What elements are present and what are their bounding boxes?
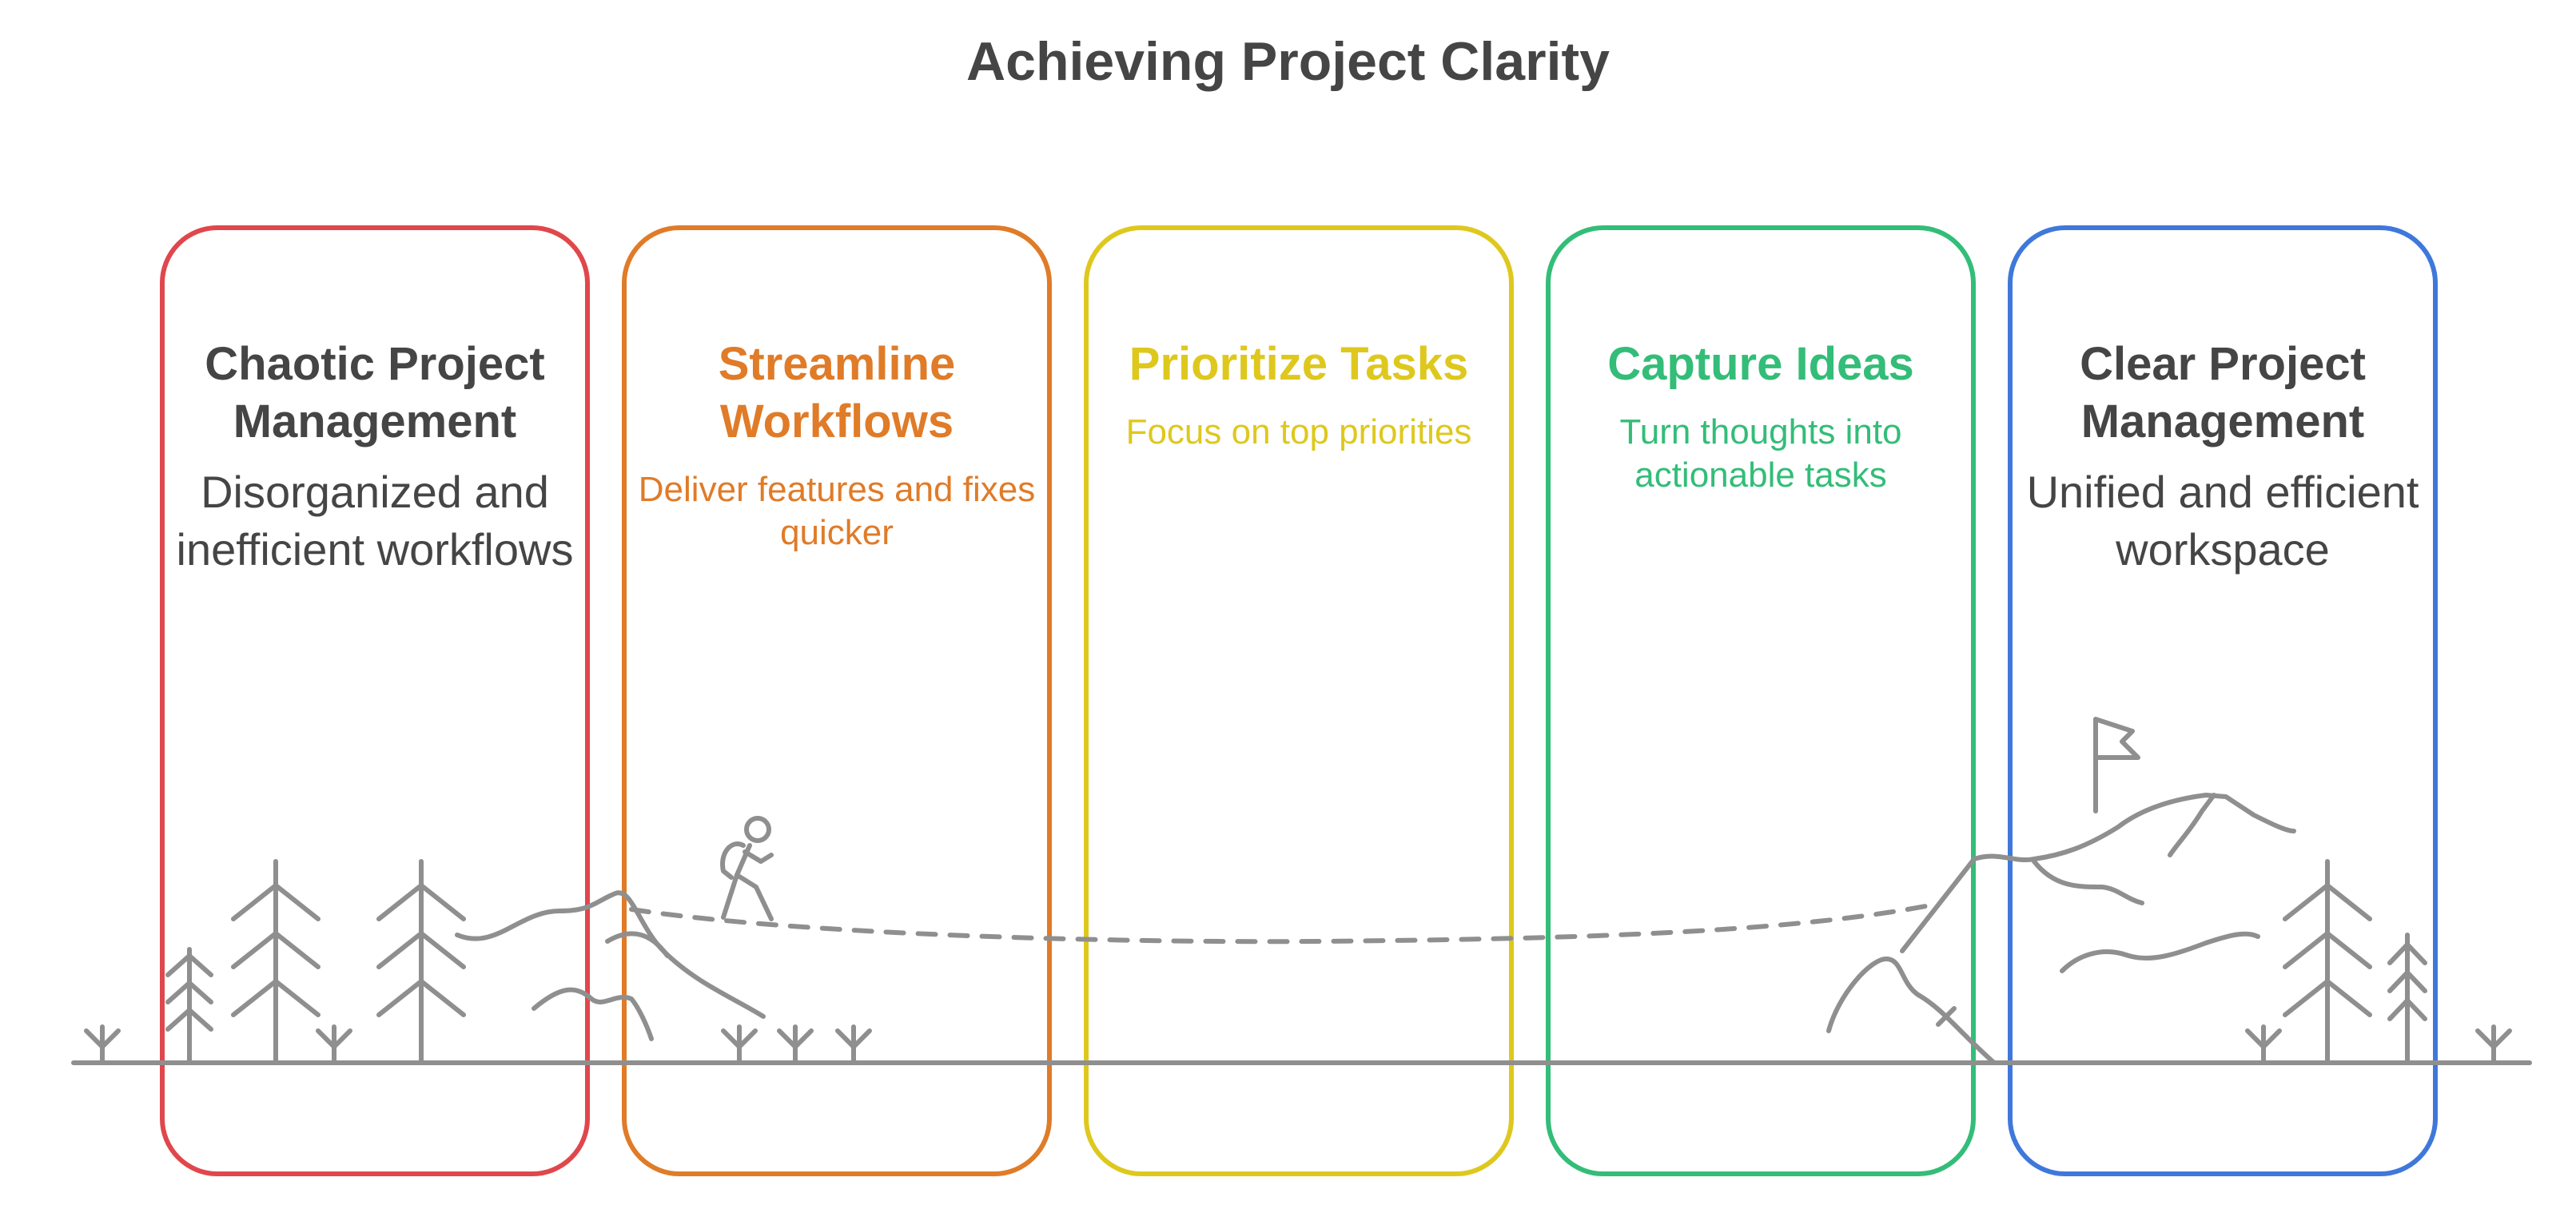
stage-description: Disorganized and inefficient workflows <box>176 467 574 575</box>
tree-icon <box>165 947 213 1065</box>
stage-text-streamline: Streamline Workflows Deliver features an… <box>637 336 1037 555</box>
stage-card-chaotic <box>160 225 590 1176</box>
mountain-outline <box>2032 859 2144 905</box>
tree-icon <box>2387 933 2427 1065</box>
grass-icon <box>2475 1024 2512 1065</box>
stage-text-capture: Capture Ideas Turn thoughts into actiona… <box>1561 336 1961 497</box>
tree-icon <box>2283 859 2372 1065</box>
tree-icon <box>231 859 321 1065</box>
mountain-outline <box>1936 1006 1957 1027</box>
mountain-outline <box>2060 931 2260 973</box>
grass-icon <box>777 1024 814 1065</box>
stage-description: Unified and efficient workspace <box>2026 467 2419 575</box>
grass-icon <box>721 1024 758 1065</box>
stage-card-prioritize <box>1084 225 1514 1176</box>
stage-card-clear <box>2008 225 2438 1176</box>
stage-text-chaotic: Chaotic Project Management Disorganized … <box>175 336 575 579</box>
grass-icon <box>84 1024 121 1065</box>
stage-description: Focus on top priorities <box>1125 412 1472 451</box>
stage-title: Capture Ideas <box>1607 338 1914 390</box>
flag-icon <box>2093 717 2140 813</box>
stage-card-capture <box>1546 225 1976 1176</box>
stage-title: Prioritize Tasks <box>1129 338 1469 390</box>
mountain-outline <box>2168 793 2216 857</box>
stage-description: Deliver features and fixes quicker <box>638 470 1036 552</box>
grass-icon <box>835 1024 872 1065</box>
stage-text-clear: Clear Project Management Unified and eff… <box>2023 336 2423 579</box>
hill-outline <box>455 890 766 1019</box>
hiker-icon <box>720 816 774 921</box>
stage-title: Chaotic Project Management <box>205 338 545 447</box>
stage-title: Clear Project Management <box>2080 338 2366 447</box>
journey-path <box>629 902 1937 945</box>
stage-title: Streamline Workflows <box>718 338 956 447</box>
stage-card-streamline <box>622 225 1052 1176</box>
stage-text-prioritize: Prioritize Tasks Focus on top priorities <box>1099 336 1499 454</box>
tree-icon <box>376 859 466 1065</box>
grass-icon <box>2245 1024 2282 1065</box>
hill-outline <box>532 987 654 1041</box>
stage-description: Turn thoughts into actionable tasks <box>1619 412 1902 495</box>
grass-icon <box>316 1024 352 1065</box>
diagram-title: Achieving Project Clarity <box>966 31 1610 92</box>
mountain-outline <box>1826 957 1997 1065</box>
hill-outline <box>605 931 670 958</box>
mountain-outline <box>1900 793 2296 953</box>
